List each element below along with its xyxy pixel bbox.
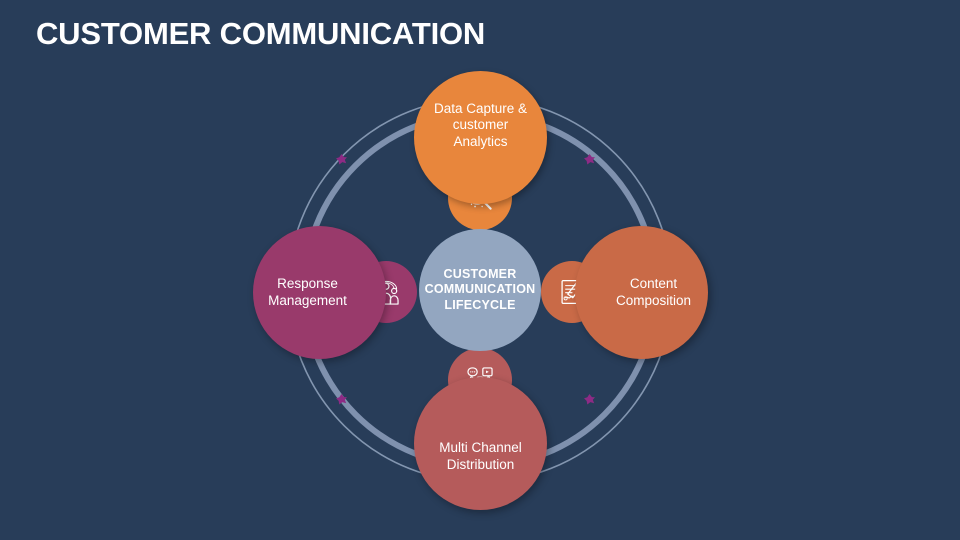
cycle-diagram: Data Capture & customer Analytics Conten… bbox=[230, 50, 730, 530]
node-content-composition-line2: Composition bbox=[615, 292, 692, 308]
node-response-management-line2: Management bbox=[268, 292, 347, 308]
node-multi-channel-line2: Distribution bbox=[446, 456, 515, 472]
node-data-capture-line2: customer bbox=[452, 117, 509, 133]
center-hub[interactable]: CUSTOMER COMMUNICATION LIFECYCLE bbox=[419, 229, 541, 351]
node-content-composition-label: Content Composition bbox=[610, 276, 697, 309]
node-multi-channel-label: Multi Channel Distribution bbox=[433, 440, 528, 473]
node-multi-channel-distribution[interactable]: Multi Channel Distribution bbox=[414, 377, 547, 510]
node-content-composition-line1: Content bbox=[629, 276, 678, 292]
ring-marker-top-right bbox=[584, 154, 595, 165]
page-title: CUSTOMER COMMUNICATION bbox=[36, 16, 486, 51]
node-response-management-label: Response Management bbox=[262, 276, 353, 309]
node-response-management-line1: Response bbox=[277, 276, 338, 292]
center-hub-label: CUSTOMER COMMUNICATION LIFECYCLE bbox=[419, 267, 542, 313]
center-hub-line3: LIFECYCLE bbox=[444, 297, 516, 312]
center-hub-line2: COMMUNICATION bbox=[424, 282, 536, 297]
node-data-capture-label: Data Capture & customer Analytics bbox=[428, 101, 533, 150]
node-response-management[interactable]: Response Management bbox=[253, 226, 386, 359]
node-multi-channel-line1: Multi Channel bbox=[439, 440, 522, 456]
ring-marker-bottom-left bbox=[336, 394, 347, 405]
ring-marker-top-left bbox=[336, 154, 347, 165]
center-hub-line1: CUSTOMER bbox=[443, 267, 517, 282]
ring-marker-bottom-right bbox=[584, 394, 595, 405]
node-data-capture[interactable]: Data Capture & customer Analytics bbox=[414, 71, 547, 204]
node-content-composition[interactable]: Content Composition bbox=[575, 226, 708, 359]
node-data-capture-line3: Analytics bbox=[453, 133, 508, 149]
node-data-capture-line1: Data Capture & bbox=[433, 100, 528, 116]
